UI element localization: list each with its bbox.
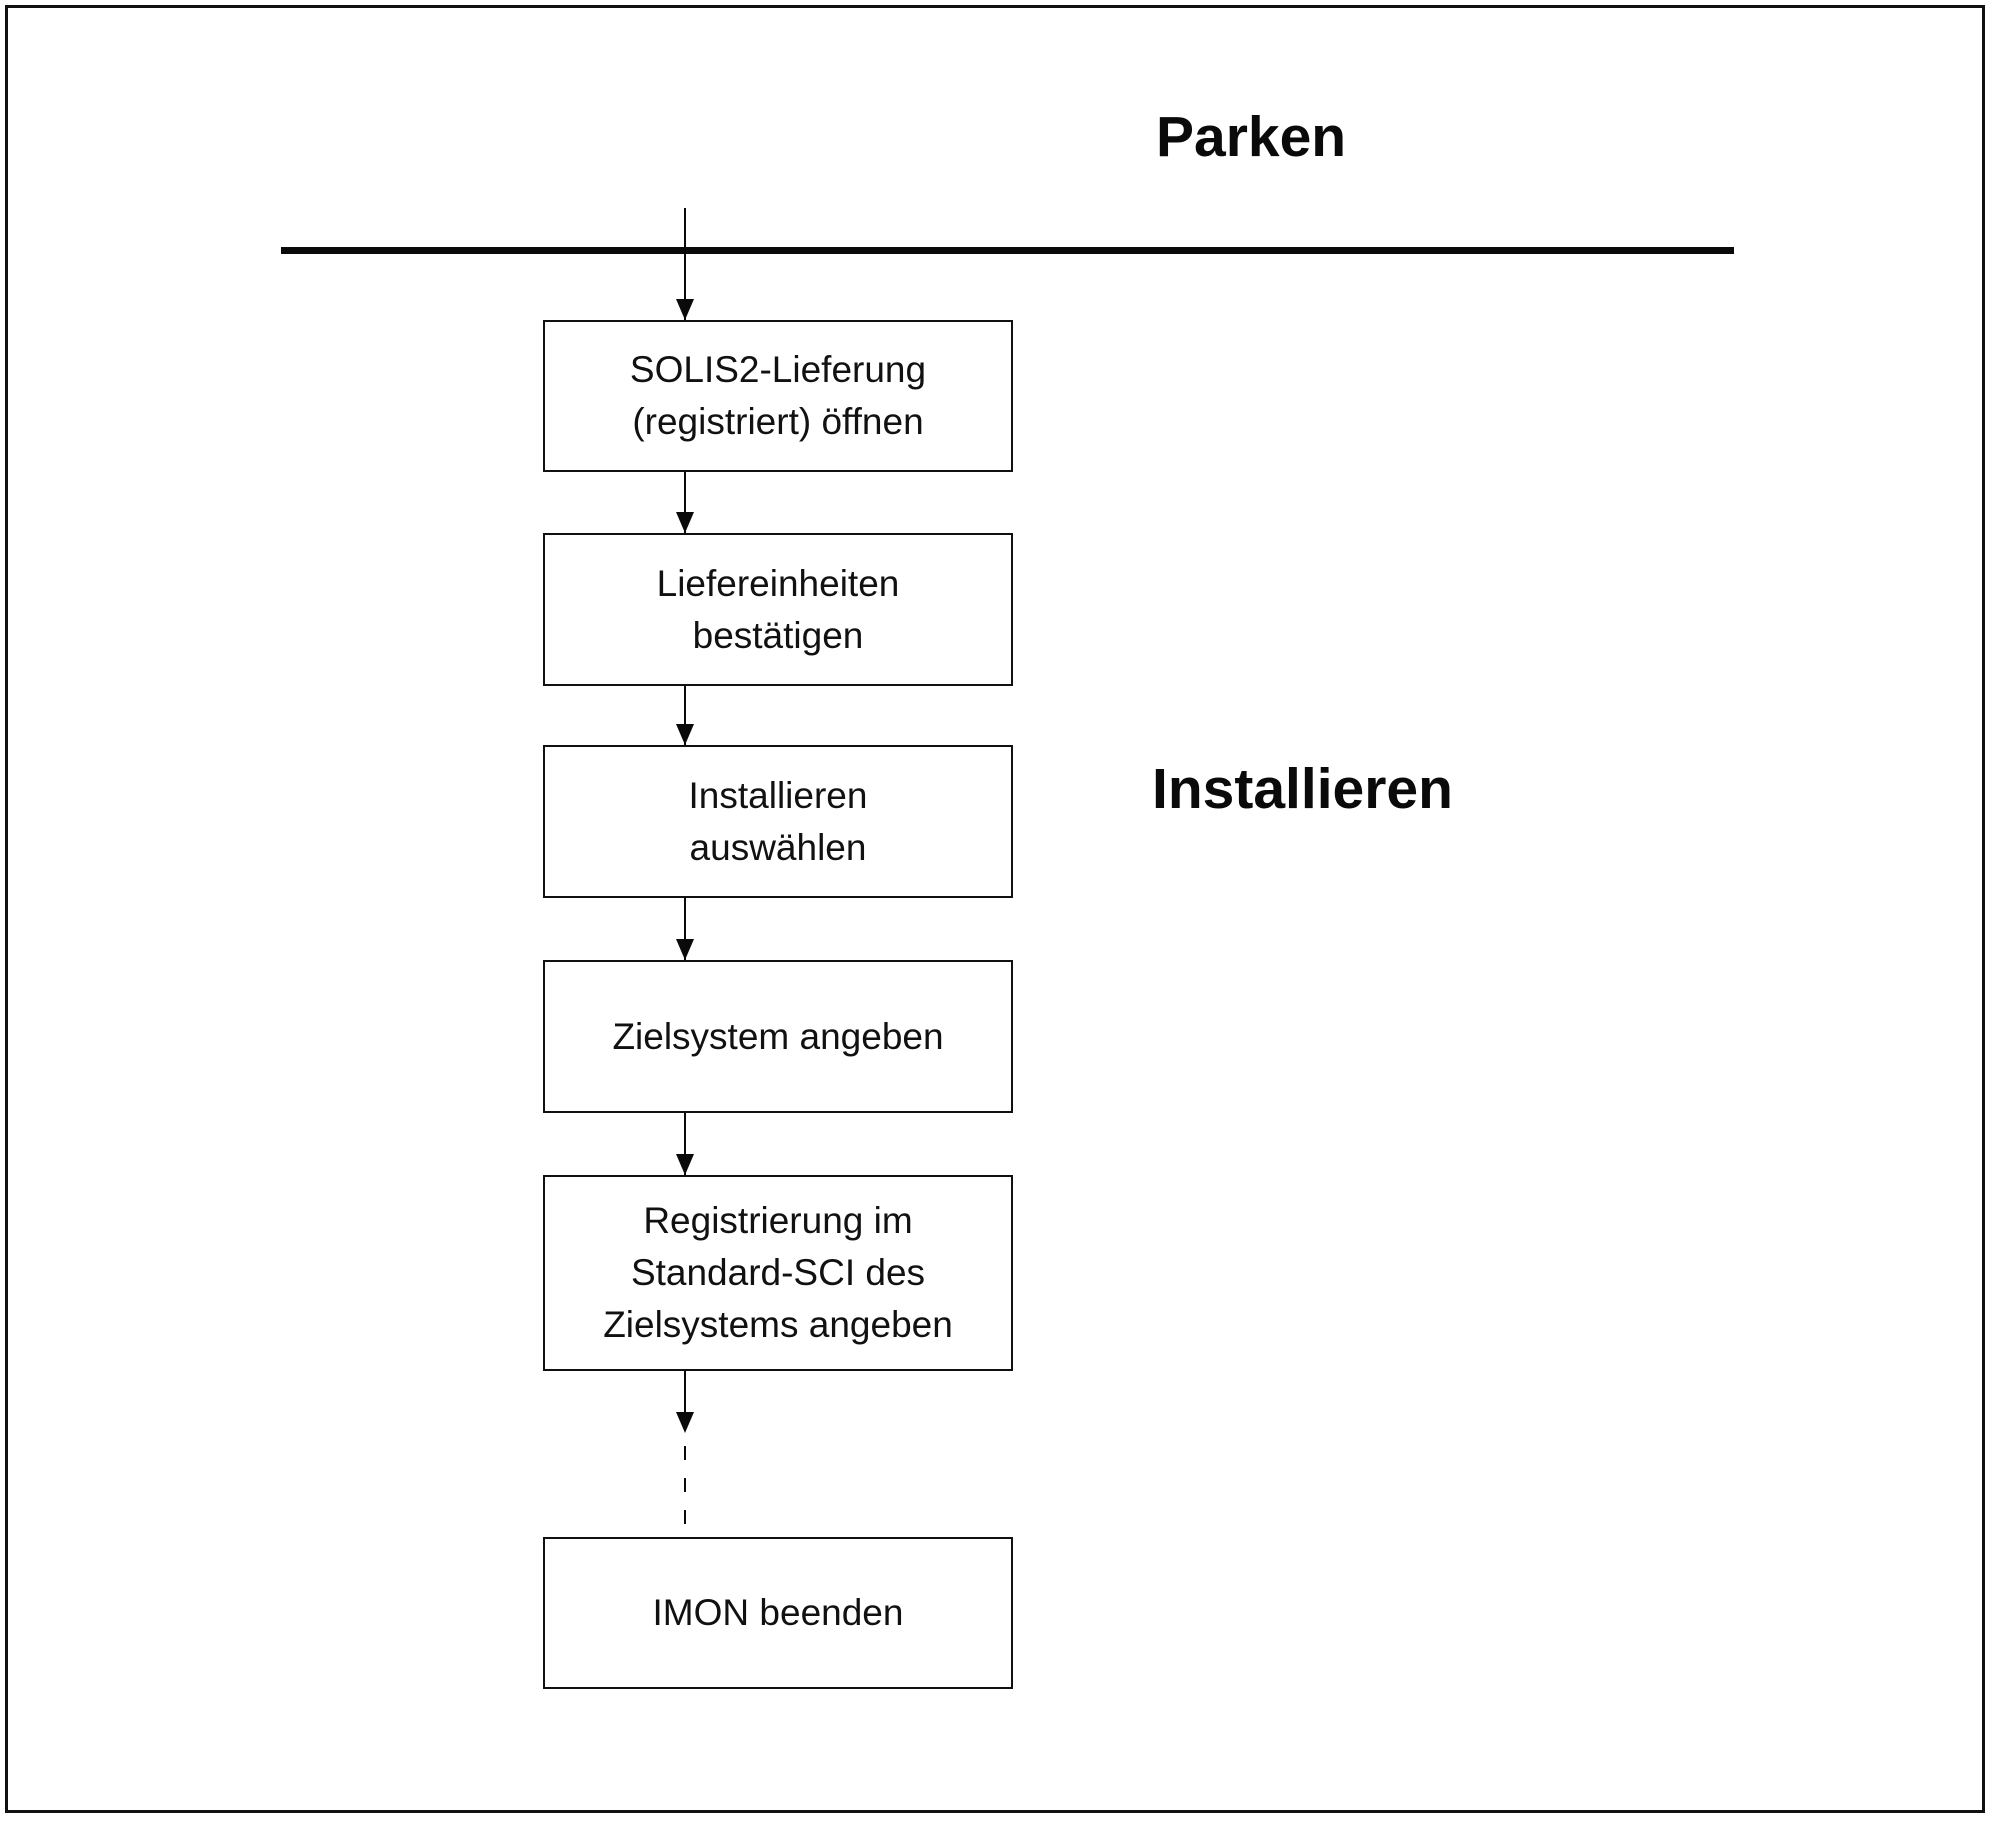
connector-line — [684, 686, 686, 745]
arrowhead-down-icon — [676, 724, 694, 745]
flow-step-imon-beenden: IMON beenden — [543, 1537, 1013, 1689]
flow-step-solis2-lieferung-oeffnen: SOLIS2-Lieferung (registriert) öffnen — [543, 320, 1013, 472]
flow-step-liefereinheiten-bestaetigen: Liefereinheiten bestätigen — [543, 533, 1013, 686]
connector-line-dashed — [684, 1446, 686, 1537]
outer-border — [5, 5, 1985, 1813]
arrowhead-down-icon — [676, 939, 694, 960]
connector-line — [684, 1113, 686, 1175]
arrowhead-down-icon — [676, 1154, 694, 1175]
arrowhead-down-icon — [676, 512, 694, 533]
arrowhead-down-icon — [676, 1412, 694, 1433]
phase-title-parken: Parken — [1156, 105, 1347, 169]
connector-line — [684, 1371, 686, 1413]
flow-step-zielsystem-angeben: Zielsystem angeben — [543, 960, 1013, 1113]
phase-divider-line — [281, 247, 1734, 254]
flow-step-registrierung-standard-sci: Registrierung im Standard-SCI des Zielsy… — [543, 1175, 1013, 1371]
connector-line — [684, 472, 686, 533]
arrowhead-down-icon — [676, 299, 694, 320]
connector-line — [684, 898, 686, 960]
phase-title-installieren: Installieren — [1152, 757, 1453, 821]
connector-line — [684, 208, 686, 320]
flow-step-installieren-auswaehlen: Installieren auswählen — [543, 745, 1013, 898]
